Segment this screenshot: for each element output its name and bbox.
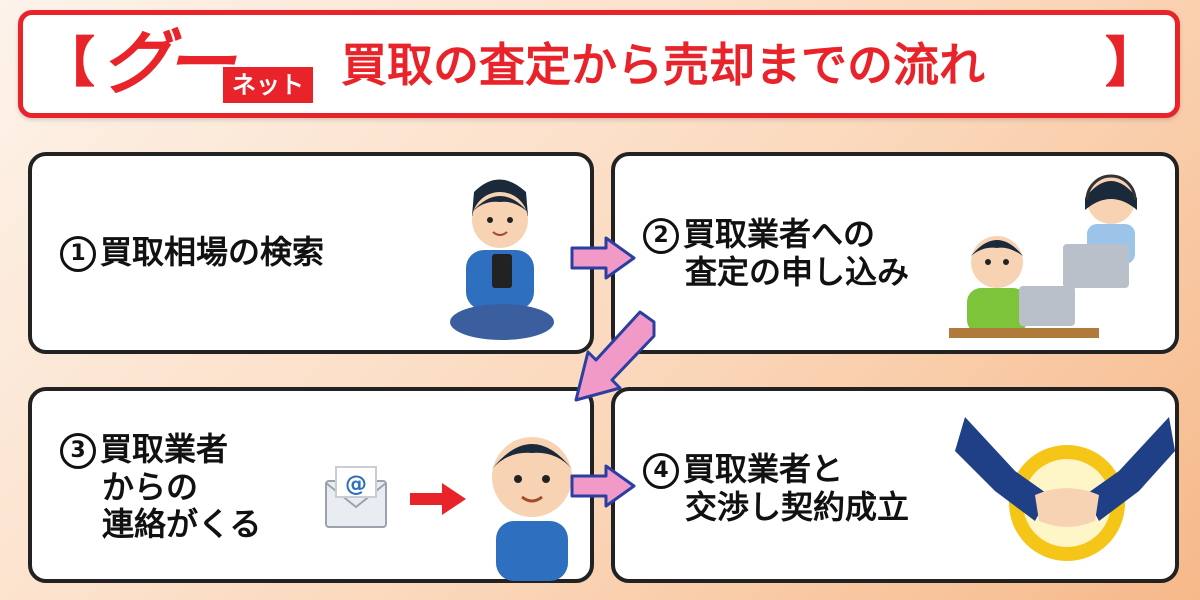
person-receiving-icon bbox=[492, 437, 572, 581]
step-2-line-2: 査定の申し込み bbox=[685, 253, 910, 291]
step-3-number: 3 bbox=[60, 433, 96, 469]
email-envelope-icon: @ bbox=[325, 466, 387, 528]
title-bracket-open: 【 bbox=[41, 31, 95, 94]
step-3-line-3: 連絡がくる bbox=[102, 505, 262, 543]
step-1-number: 1 bbox=[60, 236, 96, 272]
goo-logo-net: ネット bbox=[223, 67, 313, 103]
page-title: 買取の査定から売却までの流れ bbox=[341, 38, 985, 92]
goo-logo: グー bbox=[101, 22, 235, 104]
arrow-step2-to-step3-icon bbox=[574, 310, 656, 402]
step-4-number: 4 bbox=[643, 453, 679, 489]
arrow-step3-to-step4-icon bbox=[570, 464, 636, 508]
step-2-number: 2 bbox=[643, 218, 679, 254]
arrow-step1-to-step2-icon bbox=[570, 236, 636, 280]
title-bracket-close: 】 bbox=[1105, 31, 1159, 94]
step-4-line-2: 交渉し契約成立 bbox=[685, 488, 910, 526]
handshake-icon bbox=[955, 417, 1175, 561]
step-3-line-1: 買取業者 bbox=[100, 430, 229, 468]
red-arrow-icon bbox=[410, 483, 466, 515]
person-smartphone-icon bbox=[450, 179, 554, 340]
step-3-line-2: からの bbox=[102, 468, 199, 506]
email-at-symbol: @ bbox=[345, 472, 367, 497]
step-2-line-1: 買取業者への bbox=[683, 215, 876, 253]
header-banner: 【 グー ネット 買取の査定から売却までの流れ 】 bbox=[18, 10, 1180, 118]
step-1-line-1: 買取相場の検索 bbox=[100, 233, 325, 271]
online-application-icon bbox=[949, 174, 1137, 338]
step-4-line-1: 買取業者と bbox=[683, 450, 844, 488]
